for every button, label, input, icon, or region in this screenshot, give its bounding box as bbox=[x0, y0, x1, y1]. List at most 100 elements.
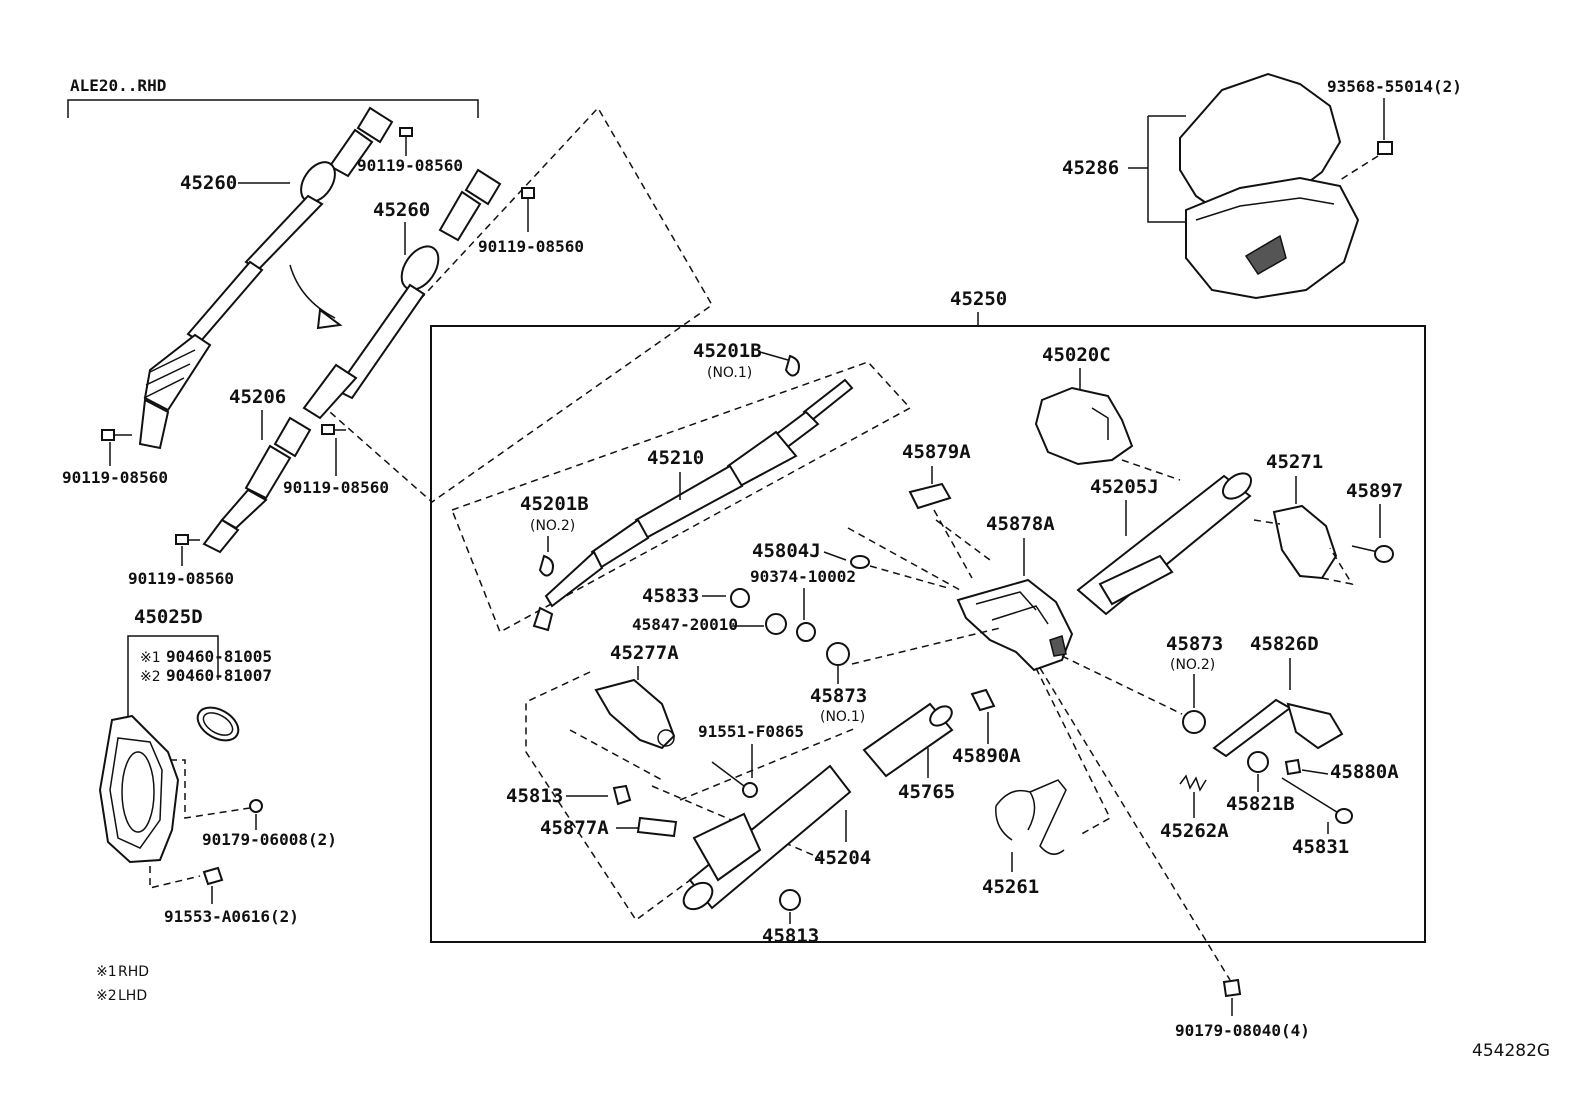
nut-45833 bbox=[730, 588, 750, 608]
dash-45271 bbox=[1253, 519, 1354, 586]
label-45765: 45765 bbox=[898, 781, 955, 803]
label-45205J: 45205J bbox=[1090, 476, 1159, 498]
column-tube-45204 bbox=[682, 764, 852, 911]
legend-text-2: LHD bbox=[118, 988, 147, 1004]
arrow-head bbox=[316, 308, 343, 330]
label-93568: 93568-55014(2) bbox=[1327, 77, 1462, 96]
leader-45804J bbox=[823, 551, 847, 561]
main-shaft-dashed-outline bbox=[451, 361, 912, 634]
label-90119-a: 90119-08560 bbox=[357, 156, 463, 175]
reference-code: 454282G bbox=[1472, 1041, 1550, 1061]
tube-45205J bbox=[1076, 472, 1253, 616]
dash-45804J bbox=[869, 565, 949, 589]
washer-90374 bbox=[796, 622, 816, 642]
label-45833: 45833 bbox=[642, 585, 699, 607]
bolt-90119-b bbox=[101, 429, 132, 441]
snap-ring-no2 bbox=[538, 554, 554, 577]
label-45821B: 45821B bbox=[1226, 793, 1295, 815]
dash-45878A bbox=[847, 519, 991, 591]
label-45204: 45204 bbox=[814, 847, 871, 869]
note-45873-2: (NO.2) bbox=[1170, 657, 1215, 673]
dash-45277A-inner bbox=[569, 729, 663, 781]
bracket-45286 bbox=[1147, 115, 1186, 223]
label-45813-b: 45813 bbox=[762, 925, 819, 947]
label-90119-c: 90119-08560 bbox=[478, 237, 584, 256]
label-45201B-2: 45201B bbox=[520, 493, 589, 515]
sleeve-45765 bbox=[862, 702, 954, 778]
dash-90179-08040 bbox=[1039, 667, 1231, 981]
bracket-45277A bbox=[594, 678, 676, 750]
bolt-45890A bbox=[970, 688, 996, 712]
label-45277A: 45277A bbox=[610, 642, 679, 664]
intermediate-shaft-rhd bbox=[138, 106, 394, 450]
bolt-90119-e bbox=[175, 534, 200, 545]
bracket-45020C bbox=[1034, 386, 1134, 466]
note-45201B-2: (NO.2) bbox=[530, 518, 575, 534]
label-45877A: 45877A bbox=[540, 817, 609, 839]
clip-45813-a bbox=[612, 784, 632, 806]
dash-45261 bbox=[1035, 667, 1111, 837]
label-45813-a: 45813 bbox=[506, 785, 563, 807]
note-45873-1: (NO.1) bbox=[820, 709, 865, 725]
label-90460-2: 90460-81007 bbox=[166, 666, 272, 685]
label-90119-e: 90119-08560 bbox=[128, 569, 234, 588]
bushing-45873-no1 bbox=[826, 642, 850, 666]
label-45262A: 45262A bbox=[1160, 820, 1229, 842]
header-bracket bbox=[67, 99, 479, 118]
note-mark-2: ※2 bbox=[140, 669, 161, 685]
label-45271: 45271 bbox=[1266, 451, 1323, 473]
dash-45879A bbox=[933, 509, 973, 579]
dash-45873-2 bbox=[1061, 655, 1183, 715]
nut-90179-06008 bbox=[249, 799, 263, 813]
bushing-45873-no2 bbox=[1182, 710, 1206, 734]
label-90179-06008: 90179-06008(2) bbox=[202, 830, 337, 849]
dash-45873-1 bbox=[851, 627, 1001, 665]
label-45826D: 45826D bbox=[1250, 633, 1319, 655]
leader-45880A bbox=[1301, 769, 1329, 775]
label-90179-08040: 90179-08040(4) bbox=[1175, 1021, 1310, 1040]
label-45831: 45831 bbox=[1292, 836, 1349, 858]
label-45880A: 45880A bbox=[1330, 761, 1399, 783]
bolt-91553 bbox=[202, 866, 224, 886]
column-cover-45286 bbox=[1179, 72, 1360, 300]
sliding-yoke-45206 bbox=[202, 416, 312, 554]
label-45873-2: 45873 bbox=[1166, 633, 1223, 655]
label-45206: 45206 bbox=[229, 386, 286, 408]
bolt-45831 bbox=[1281, 777, 1353, 824]
label-45873-1: 45873 bbox=[810, 685, 867, 707]
bolt-90119-c bbox=[521, 187, 535, 232]
bracket-45878A bbox=[956, 578, 1074, 672]
label-45286: 45286 bbox=[1062, 157, 1119, 179]
leader-45201B-1 bbox=[759, 351, 789, 361]
label-90119-d: 90119-08560 bbox=[283, 478, 389, 497]
header-label: ALE20..RHD bbox=[70, 76, 166, 95]
leader-91553 bbox=[149, 866, 201, 889]
dash-45204 bbox=[651, 727, 857, 859]
label-45878A: 45878A bbox=[986, 513, 1055, 535]
bolt-45897 bbox=[1351, 545, 1394, 563]
intermediate-shaft bbox=[302, 168, 502, 420]
label-91553: 91553-A0616(2) bbox=[164, 907, 299, 926]
shaft-group-dashed-outline bbox=[320, 106, 713, 503]
label-45890A: 45890A bbox=[952, 745, 1021, 767]
label-45897: 45897 bbox=[1346, 480, 1403, 502]
dash-45277A-left bbox=[525, 671, 721, 922]
clamp-ring bbox=[196, 706, 240, 742]
bolt-90119-a bbox=[399, 127, 413, 156]
label-91551: 91551-F0865 bbox=[698, 722, 804, 741]
snap-ring-no1 bbox=[784, 354, 800, 377]
label-90460-1: 90460-81005 bbox=[166, 647, 272, 666]
bolt-45880A bbox=[1284, 758, 1302, 776]
shroud-45271 bbox=[1272, 504, 1338, 580]
pin-45877A bbox=[636, 816, 678, 838]
spring-45262A bbox=[1179, 774, 1207, 792]
legend-mark-1: ※1 bbox=[96, 964, 117, 980]
legend-text-1: RHD bbox=[118, 964, 149, 980]
label-45210: 45210 bbox=[647, 447, 704, 469]
leader-90179-06008 bbox=[170, 759, 251, 819]
label-45847: 45847-20010 bbox=[632, 615, 738, 634]
bolt-91551 bbox=[711, 761, 758, 798]
label-45250: 45250 bbox=[950, 288, 1007, 310]
label-90374: 90374-10002 bbox=[750, 567, 856, 586]
